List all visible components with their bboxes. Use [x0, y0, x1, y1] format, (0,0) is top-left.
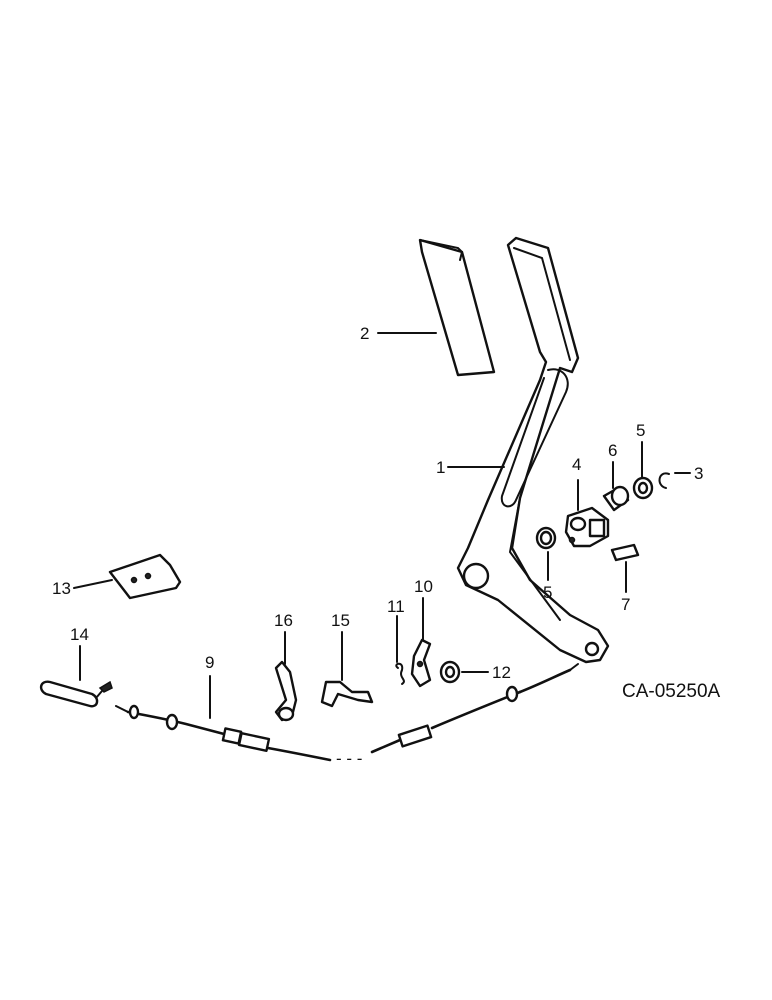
callout-4: 4 — [572, 455, 581, 474]
part-2-pedal-pad — [418, 238, 496, 377]
drawing-code: CA-05250A — [622, 681, 721, 702]
callout-15: 15 — [331, 611, 350, 630]
part-14-cable-knob — [39, 680, 113, 708]
callout-12: 12 — [492, 663, 511, 682]
callout-14: 14 — [70, 625, 89, 644]
part-5-lower-bushing — [535, 526, 557, 550]
part-10-clamp — [410, 638, 432, 688]
callout-1: 1 — [436, 458, 445, 477]
callout-7: 7 — [621, 595, 630, 614]
part-9-throttle-cable: - - - — [115, 663, 579, 768]
callout-5-lower: 5 — [543, 583, 552, 602]
part-5-upper-washer — [632, 476, 654, 500]
callout-3: 3 — [694, 464, 703, 483]
part-13-plate — [108, 553, 182, 600]
part-1-pedal-lever — [456, 236, 610, 664]
part-12-grommet — [439, 660, 461, 684]
callout-16: 16 — [274, 611, 293, 630]
part-16-clip — [274, 660, 298, 722]
callout-13: 13 — [52, 579, 71, 598]
callout-9: 9 — [205, 653, 214, 672]
part-15-cable-bracket — [320, 680, 374, 708]
callout-2: 2 — [360, 324, 369, 343]
callout-10: 10 — [414, 577, 433, 596]
part-11-spring-clip — [395, 662, 405, 685]
part-6-sleeve — [602, 485, 630, 512]
callout-11: 11 — [387, 597, 405, 616]
callout-5-upper: 5 — [636, 421, 645, 440]
callout-6: 6 — [608, 441, 617, 460]
part-3-retaining-ring — [658, 472, 670, 489]
part-7-key — [610, 543, 640, 562]
svg-text:- - -: - - - — [336, 749, 362, 768]
leader-lines — [73, 332, 691, 719]
part-4-pivot-bracket — [564, 506, 610, 548]
